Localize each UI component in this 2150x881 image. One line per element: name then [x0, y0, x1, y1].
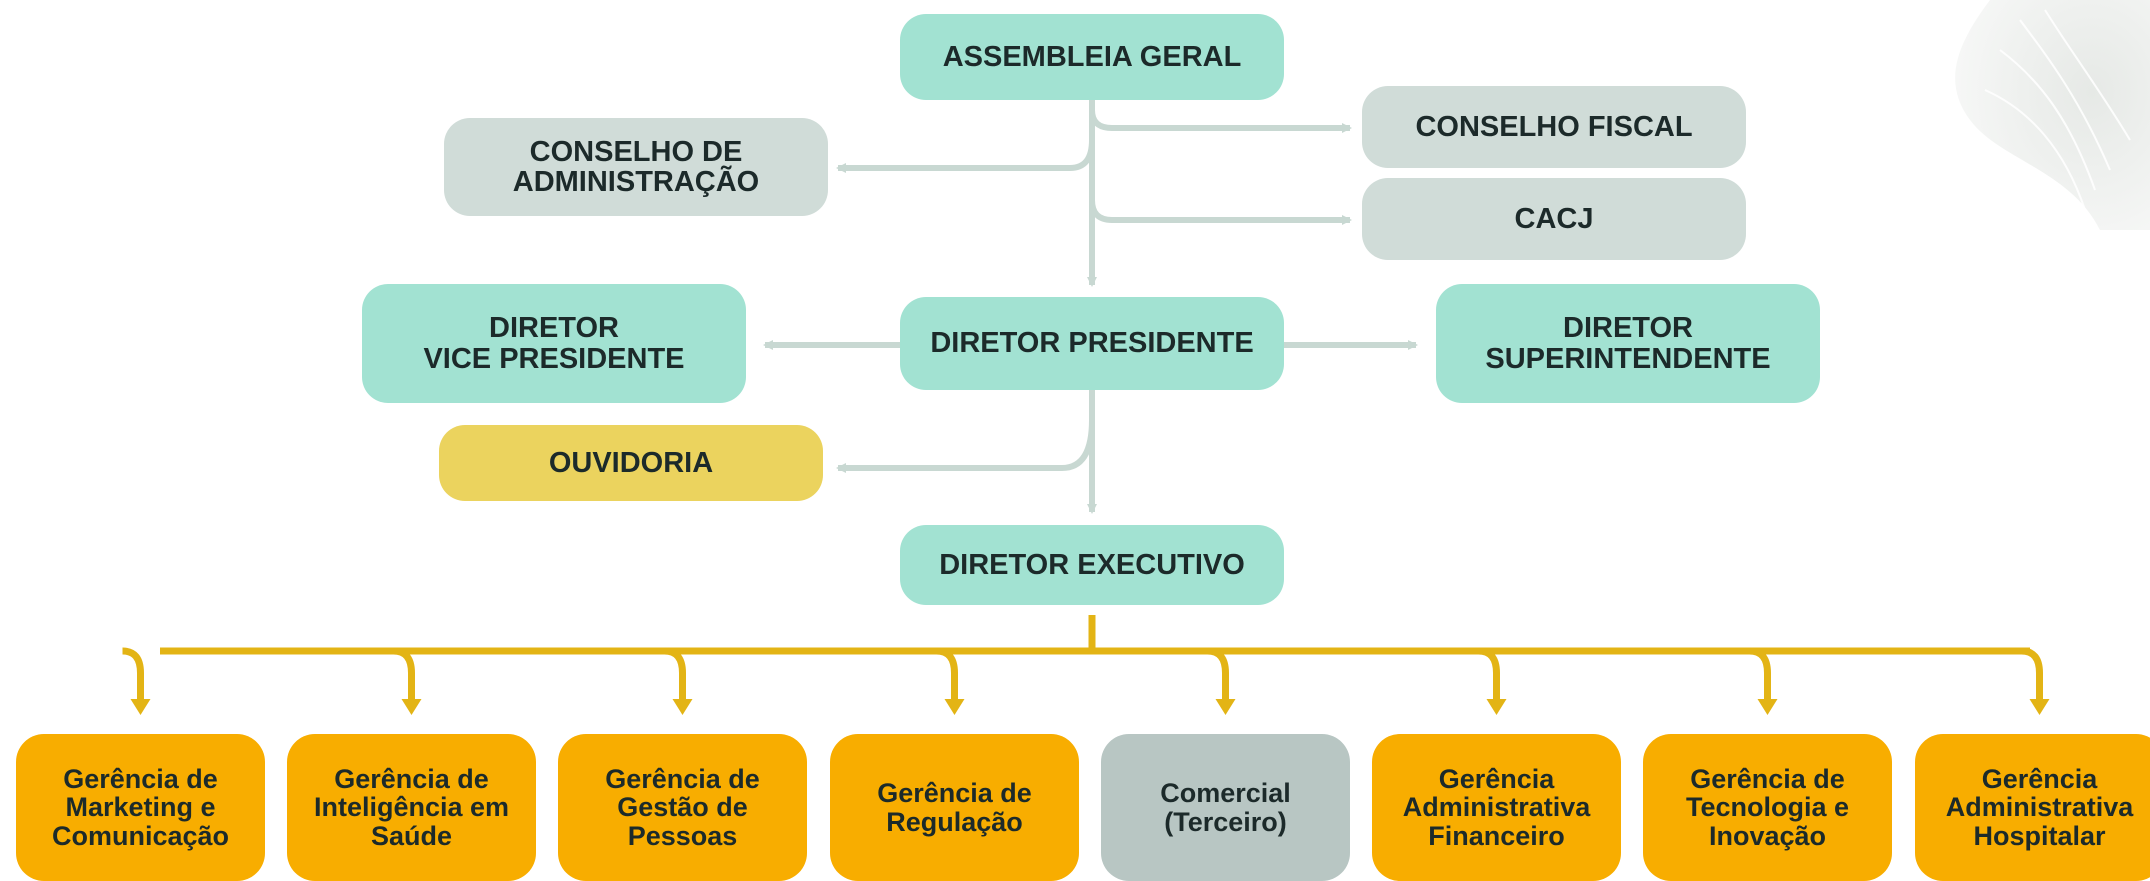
gold-arrowhead-6 — [1486, 699, 1507, 715]
dept-box-5: Comercial (Terceiro) — [1101, 734, 1350, 881]
gold-branch-2 — [393, 647, 415, 705]
gold-connectors — [160, 615, 2030, 655]
gold-branch-1 — [122, 647, 144, 705]
gold-branch-5 — [1207, 647, 1229, 705]
gold-arrowhead-1 — [130, 699, 151, 715]
dept-box-6: Gerência Administrativa Financeiro — [1372, 734, 1621, 881]
node-diretor-vice-presidente: DIRETOR VICE PRESIDENTE — [362, 284, 746, 403]
node-cacj: CACJ — [1362, 178, 1746, 260]
node-diretor-executivo: DIRETOR EXECUTIVO — [900, 525, 1284, 605]
link-ouvidoria — [836, 419, 1095, 473]
dept-box-2: Gerência de Inteligência em Saúde — [287, 734, 536, 881]
link-cacj — [1089, 199, 1352, 225]
gold-branch-8 — [2021, 647, 2043, 705]
gold-branch-3 — [664, 647, 686, 705]
gold-branch-4 — [936, 647, 958, 705]
gray-connectors — [763, 100, 1418, 514]
dept-box-7: Gerência de Tecnologia e Inovação — [1643, 734, 1892, 881]
decorative-leaf-icon — [1955, 0, 2150, 230]
gold-branch-6 — [1478, 647, 1500, 705]
node-conselho-fiscal: CONSELHO FISCAL — [1362, 86, 1746, 168]
node-assembleia-geral: ASSEMBLEIA GERAL — [900, 14, 1284, 100]
link-conselho-fiscal — [1089, 109, 1352, 133]
dept-box-1: Gerência de Marketing e Comunicação — [16, 734, 265, 881]
gold-branch-7 — [1749, 647, 1771, 705]
gold-arrowhead-5 — [1215, 699, 1236, 715]
node-ouvidoria: OUVIDORIA — [439, 425, 823, 501]
node-diretor-presidente: DIRETOR PRESIDENTE — [900, 297, 1284, 390]
gold-arrow-group — [122, 647, 2050, 715]
gold-arrowhead-4 — [944, 699, 965, 715]
gold-arrowhead-8 — [2029, 699, 2050, 715]
dept-box-8: Gerência Administrativa Hospitalar — [1915, 734, 2150, 881]
dept-box-4: Gerência de Regulação — [830, 734, 1079, 881]
gold-arrowhead-2 — [401, 699, 422, 715]
node-diretor-superintendente: DIRETOR SUPERINTENDENTE — [1436, 284, 1820, 403]
dept-box-3: Gerência de Gestão de Pessoas — [558, 734, 807, 881]
gold-arrowhead-7 — [1757, 699, 1778, 715]
link-conselho-admin — [836, 139, 1095, 173]
node-conselho-administracao: CONSELHO DE ADMINISTRAÇÃO — [444, 118, 828, 216]
gold-arrowhead-3 — [672, 699, 693, 715]
